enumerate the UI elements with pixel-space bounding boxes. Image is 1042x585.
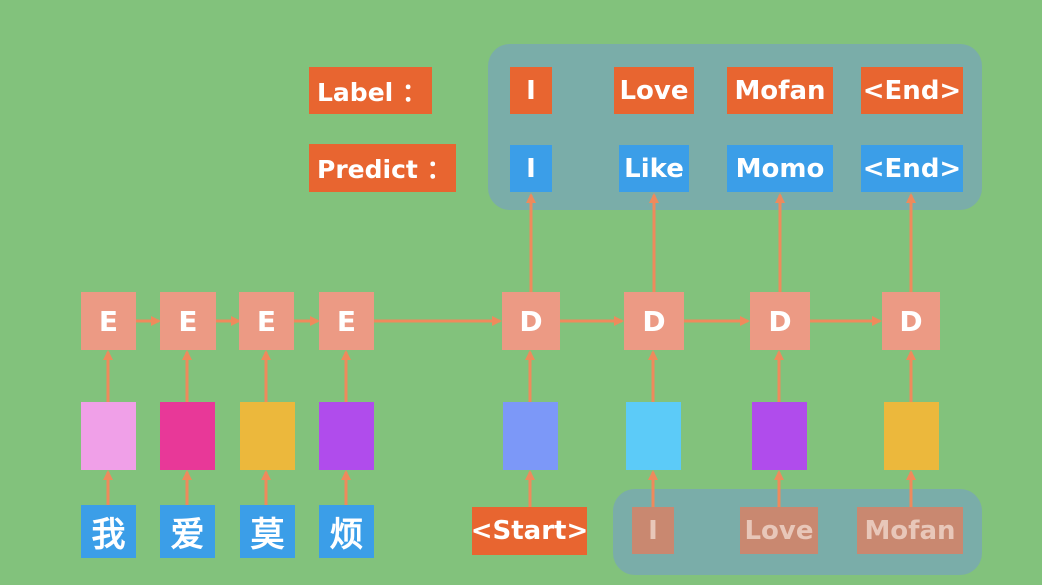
source-char-2: 爱 (160, 505, 215, 558)
encoder-embedding-4 (319, 402, 374, 470)
decoder-embedding-4 (884, 402, 939, 470)
label-token-4: <End> (861, 67, 963, 114)
encoder-embedding-3 (240, 402, 295, 470)
encoder-node-4: E (319, 292, 374, 350)
label-token-3: Mofan (727, 67, 833, 114)
encoder-embedding-2 (160, 402, 215, 470)
decoder-embedding-2 (626, 402, 681, 470)
decoder-embedding-1 (503, 402, 558, 470)
decoder-node-2: D (624, 292, 684, 350)
teacher-token-1: I (632, 507, 674, 554)
predict-token-3: Momo (727, 145, 833, 192)
encoder-embedding-1 (81, 402, 136, 470)
label-row-tag: Label ： (309, 67, 432, 114)
label-token-1: I (510, 67, 552, 114)
decoder-node-3: D (750, 292, 810, 350)
label-token-2: Love (614, 67, 694, 114)
decoder-embedding-3 (752, 402, 807, 470)
source-char-4: 烦 (319, 505, 374, 558)
predict-token-1: I (510, 145, 552, 192)
source-char-1: 我 (81, 505, 136, 558)
encoder-node-1: E (81, 292, 136, 350)
teacher-token-2: Love (740, 507, 818, 554)
decoder-node-1: D (502, 292, 560, 350)
encoder-node-2: E (160, 292, 216, 350)
source-char-3: 莫 (240, 505, 295, 558)
predict-token-2: Like (619, 145, 689, 192)
predict-token-4: <End> (861, 145, 963, 192)
decoder-node-4: D (882, 292, 940, 350)
predict-row-tag: Predict ： (309, 144, 456, 192)
start-token: <Start> (471, 507, 588, 555)
encoder-node-3: E (239, 292, 294, 350)
teacher-token-3: Mofan (857, 507, 963, 554)
